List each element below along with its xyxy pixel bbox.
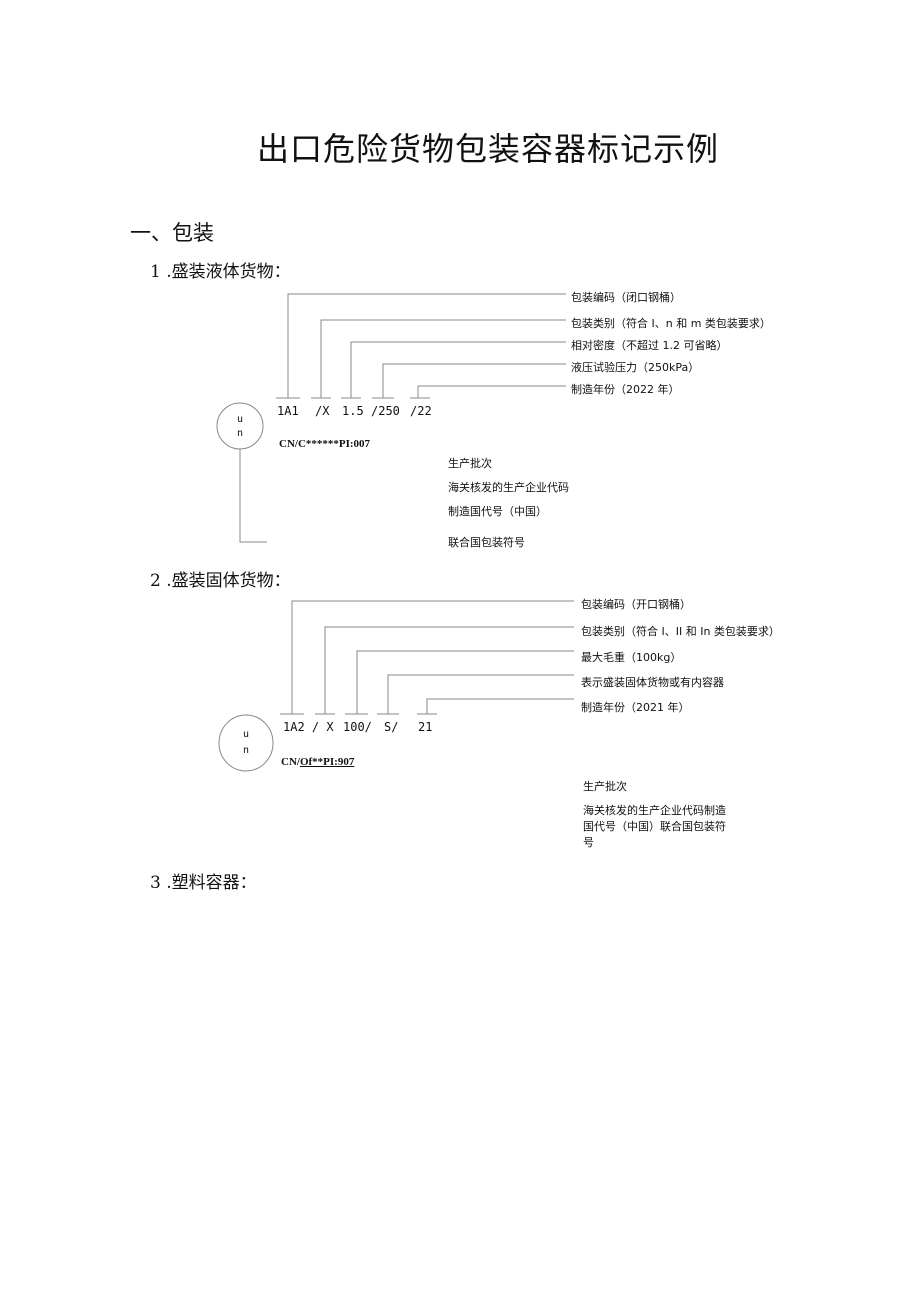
note-country-code: 制造国代号（中国）	[448, 505, 547, 518]
note2-enterprise-code: 海关核发的生产企业代码制造	[583, 804, 726, 817]
leader-line-2-2	[324, 626, 574, 714]
mark2-code-group: 1A2 / X	[283, 720, 334, 734]
note-year: 制造年份（2022 年）	[571, 383, 680, 396]
note-packaging-code: 包装编码（闭口钢桶）	[571, 291, 681, 304]
mark-density: 1.5	[342, 404, 364, 418]
leader-line-1	[287, 293, 566, 398]
note-enterprise-code: 海关核发的生产企业代码	[448, 481, 569, 494]
un-symbol-n-2: n	[242, 745, 250, 756]
serial-code-2: CN/Of**PI:907	[281, 756, 354, 768]
leader-line-2-1	[291, 600, 574, 714]
leader-line-2	[320, 319, 566, 398]
mark-pressure: /250	[371, 404, 400, 418]
item1-heading: 1 .盛装液体货物：	[150, 262, 291, 282]
note2-max-gross-weight: 最大毛重（100kg）	[581, 651, 682, 664]
serial-code-2-prefix: CN/	[281, 756, 300, 768]
leader-line-2-3	[356, 650, 574, 714]
un-symbol-n-1: n	[236, 428, 244, 439]
mark-group: /X	[315, 404, 330, 418]
note-batch: 生产批次	[448, 457, 492, 470]
leader-line-4	[382, 363, 566, 398]
note2-packaging-code: 包装编码（开口钢桶）	[581, 598, 691, 611]
note2-packaging-group: 包装类别（符合 I、II 和 In 类包装要求）	[581, 625, 780, 638]
serial-code-1: CN/C******PI:007	[279, 438, 371, 450]
note-test-pressure: 液压试验压力（250kPa）	[571, 361, 700, 374]
item3-heading: 3 .塑料容器：	[150, 873, 257, 893]
note2-year: 制造年份（2021 年）	[581, 701, 690, 714]
leader-line-5	[417, 385, 566, 398]
un-symbol-u-1: u	[236, 414, 244, 425]
mark-code: 1A1	[277, 404, 299, 418]
note2-country-code: 国代号（中国）联合国包装符	[583, 820, 726, 833]
mark-year: /22	[410, 404, 432, 418]
item2-heading: 2 .盛装固体货物：	[150, 571, 291, 591]
un-leader-line-1	[239, 449, 267, 543]
leader-line-2-5	[426, 698, 574, 714]
un-symbol-circle-1	[216, 402, 264, 450]
note2-batch: 生产批次	[583, 780, 627, 793]
serial-code-2-rest: Of**PI:907	[299, 756, 355, 768]
note2-un-symbol: 号	[583, 836, 594, 849]
un-symbol-u-2: u	[242, 729, 250, 740]
note-packaging-group: 包装类别（符合 I、n 和 m 类包装要求）	[571, 317, 771, 330]
un-symbol-circle-2	[218, 714, 274, 772]
note2-solid-indicator: 表示盛装固体货物或有内容器	[581, 676, 724, 689]
section-heading-packaging: 一、包装	[130, 221, 214, 245]
mark2-year: 21	[418, 720, 433, 734]
mark2-weight: 100/	[343, 720, 372, 734]
note-un-symbol: 联合国包装符号	[448, 536, 525, 549]
leader-line-2-4	[387, 674, 574, 714]
note-relative-density: 相对密度（不超过 1.2 可省略）	[571, 339, 728, 352]
leader-line-3	[350, 341, 566, 398]
mark2-solid: S/	[384, 720, 399, 734]
page-title: 出口危险货物包装容器标记示例	[257, 130, 720, 168]
